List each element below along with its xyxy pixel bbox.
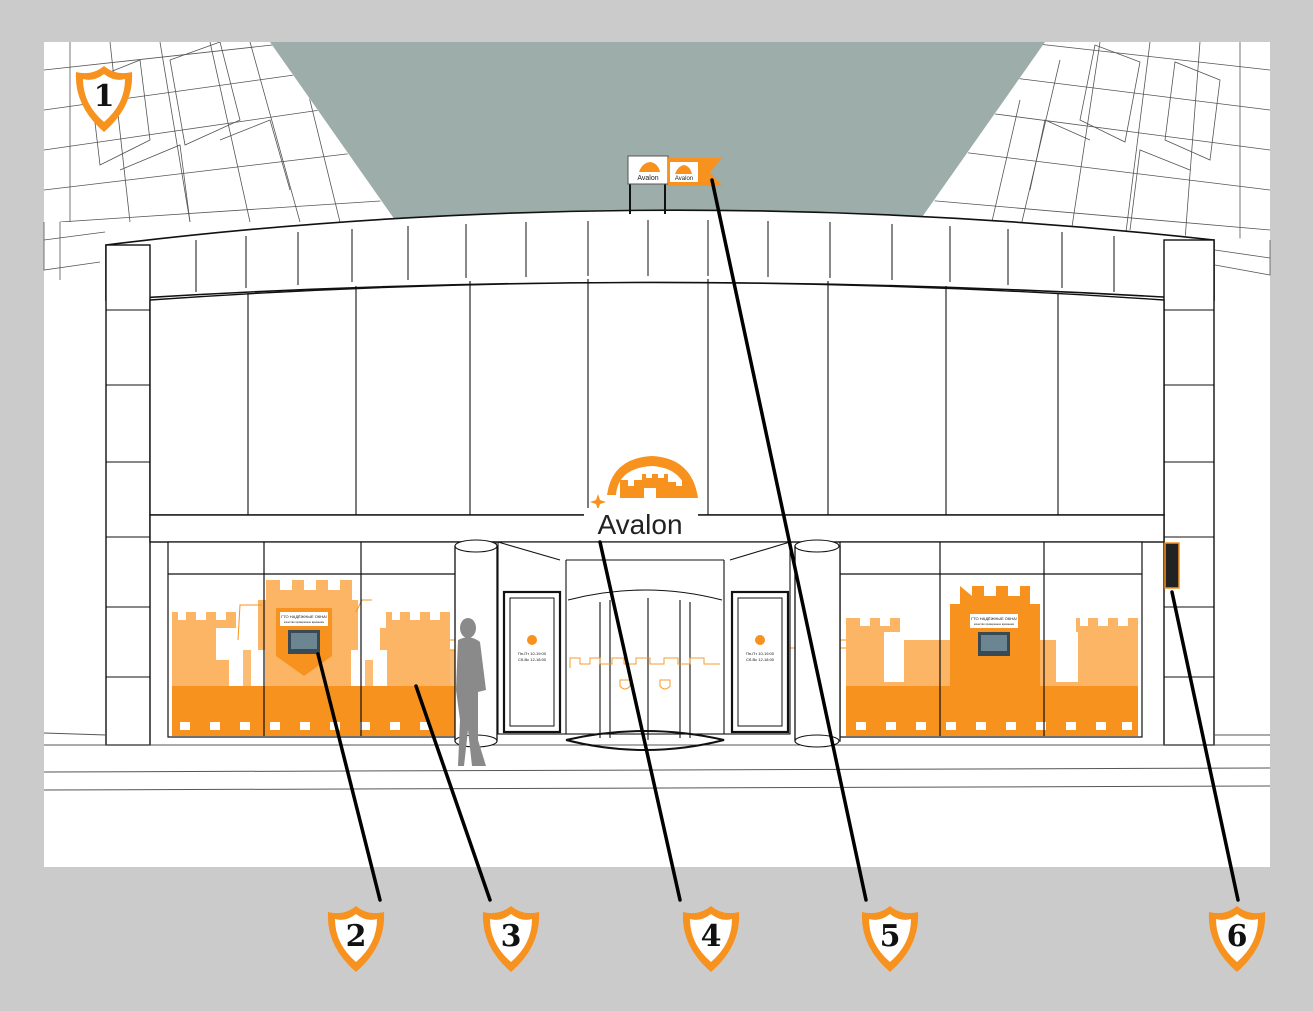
right-building — [924, 42, 1270, 240]
left-door-hours-1: Пн-Пт 10-19:00 — [518, 651, 547, 656]
callout-6: 6 — [1199, 900, 1275, 976]
callout-2-label: 2 — [345, 919, 367, 954]
upper-glazing — [149, 281, 1165, 516]
rooftop-sign-wordmark-1: Avalon — [637, 175, 658, 182]
wall-plaque — [1164, 542, 1180, 589]
shield-icon — [1208, 906, 1266, 972]
right-poster-subline: качество проверенное временем — [974, 623, 1014, 626]
callout-5-label: 5 — [879, 919, 901, 954]
right-poster-headline: ГТО НАДЁЖНЫЕ ОКНА! — [971, 616, 1017, 621]
right-column — [794, 539, 841, 748]
callout-5: 5 — [852, 900, 928, 976]
callout-4: 4 — [673, 900, 749, 976]
callout-leaders — [316, 178, 1240, 902]
right-door-hours-2: Сб-Вс 12-18:00 — [746, 657, 775, 662]
left-pilaster — [105, 244, 151, 746]
left-door-hours-2: Сб-Вс 12-18:00 — [518, 657, 547, 662]
avalon-logo: Avalon — [584, 456, 698, 540]
callout-2: 2 — [318, 900, 394, 976]
rooftop-sign-wordmark-2: Avalon — [675, 176, 693, 182]
shield-icon — [682, 906, 740, 972]
shield-icon — [861, 906, 919, 972]
shield-icon — [482, 906, 540, 972]
left-building — [44, 42, 395, 222]
shield-icon — [75, 66, 133, 132]
left-poster-headline: ГТО НАДЁЖНЫЕ ОКНА! — [281, 614, 327, 619]
avalon-logo-wordmark: Avalon — [597, 509, 682, 540]
left-poster-subline: качество проверенное временем — [284, 621, 324, 624]
shield-icon — [327, 906, 385, 972]
callout-6-label: 6 — [1226, 919, 1248, 954]
rooftop-sign: Avalon Avalon — [627, 155, 722, 214]
sky — [270, 42, 1045, 220]
callout-3: 3 — [473, 900, 549, 976]
callout-4-label: 4 — [700, 919, 722, 954]
sidewalk — [43, 732, 1271, 791]
person-silhouette — [456, 618, 486, 766]
callout-1-label: 1 — [93, 79, 115, 114]
right-door-hours-1: Пн-Пт 10-19:00 — [746, 651, 775, 656]
callout-3-label: 3 — [500, 919, 522, 954]
callout-1: 1 — [66, 60, 142, 136]
